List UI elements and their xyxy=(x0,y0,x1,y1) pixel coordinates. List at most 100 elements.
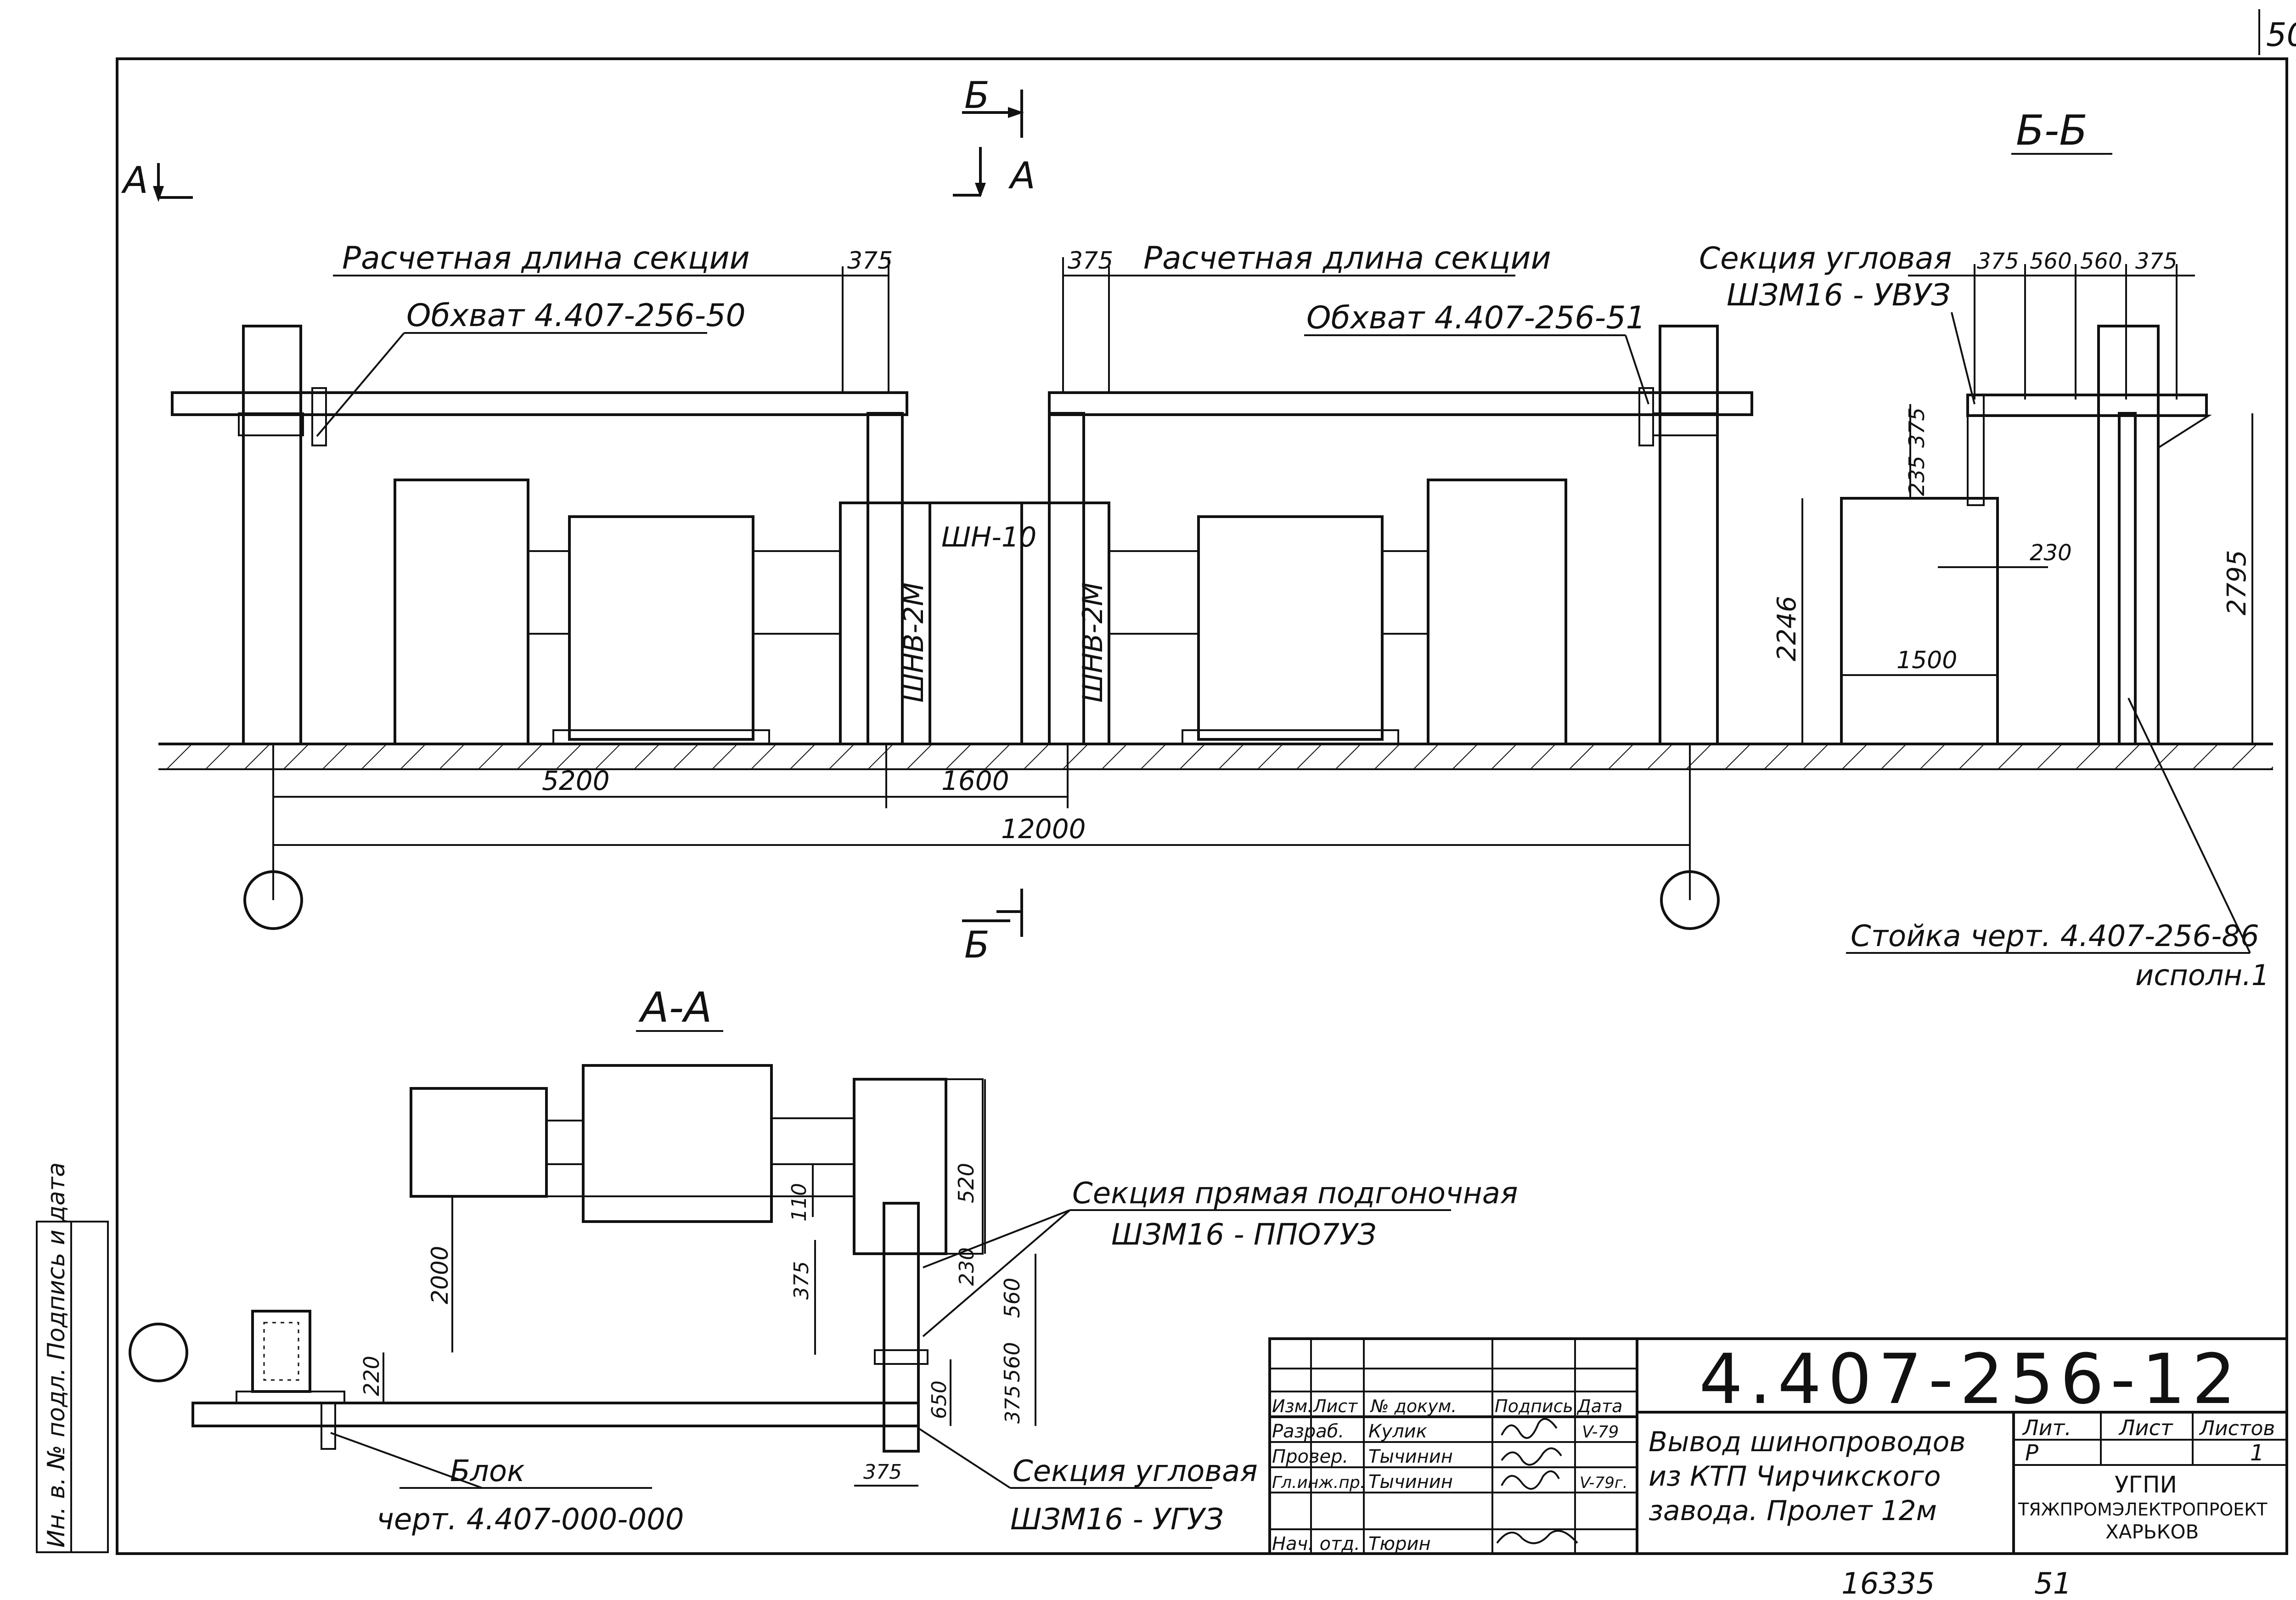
aa-block-label: Блок xyxy=(450,1454,525,1488)
aa-straight-code: ШЗМ16 - ППО7УЗ xyxy=(1111,1218,1376,1252)
sheet-number: 50 xyxy=(2266,16,2296,54)
signature-2 xyxy=(1501,1447,1562,1466)
tb-header-sign: Подпись xyxy=(1495,1396,1573,1416)
tb-org-line-3: ХАРЬКОВ xyxy=(2105,1521,2199,1543)
tb-row-1-name: Кулик xyxy=(1368,1421,1427,1442)
bb-busbar xyxy=(1966,394,2208,417)
cabinet-right-1 xyxy=(1427,479,1567,745)
aa-axis-marker xyxy=(129,1323,188,1382)
tb-code: 4.407-256-12 xyxy=(1699,1340,2242,1420)
tb-row-2-role: Провер. xyxy=(1272,1446,1348,1467)
aa-corner-section: Секция угловая xyxy=(1013,1454,1258,1488)
tb-row-1-role: Разраб. xyxy=(1272,1421,1344,1442)
signature-3 xyxy=(1501,1470,1560,1490)
tb-title-line-3: завода. Пролет 12м xyxy=(1649,1495,1937,1527)
shnv-left-label: ШНВ-2М xyxy=(898,582,930,703)
bottom-number-left: 16335 xyxy=(1841,1567,1935,1600)
cabinet-shn-10-label: ШН-10 xyxy=(941,521,1036,553)
bb-cabinet xyxy=(1840,497,1999,745)
aa-transformer xyxy=(582,1064,773,1223)
bb-section-label: Секция угловая xyxy=(1699,241,1952,276)
tb-header-list: Лист xyxy=(1312,1396,1358,1416)
tb-row-2-name: Тычинин xyxy=(1368,1446,1453,1467)
tb-lit-value: Р xyxy=(2025,1440,2038,1466)
vertical-busduct-left xyxy=(867,412,904,745)
dim-5200: 5200 xyxy=(542,765,610,796)
aa-block-ref: черт. 4.407-000-000 xyxy=(377,1503,684,1537)
title-block: Изм. Лист № докум. Подпись Дата Разраб. … xyxy=(1268,1337,2288,1555)
aa-cabinet-left xyxy=(410,1087,548,1198)
axis-marker-left xyxy=(243,870,303,930)
column-right xyxy=(1659,325,1719,745)
bb-dim-230: 230 xyxy=(2030,540,2072,566)
bb-dim-2795: 2795 xyxy=(2222,550,2252,615)
tb-org-line-1: УГПИ xyxy=(2115,1471,2177,1498)
aa-dim-375c: 375 xyxy=(863,1460,902,1484)
tb-title-line-1: Вывод шинопроводов xyxy=(1649,1426,1966,1458)
cabinet-left-1 xyxy=(394,479,529,745)
bottom-number-right: 51 xyxy=(2034,1567,2071,1600)
bb-dim-1: 375 xyxy=(1977,248,2019,274)
aa-dim-560b: 560 xyxy=(1000,1342,1024,1382)
section-bb-title: Б-Б xyxy=(2016,107,2088,155)
transformer-right xyxy=(1197,515,1384,741)
tb-header-izm: Изм. xyxy=(1272,1396,1313,1416)
aa-dim-375a: 375 xyxy=(790,1261,813,1300)
aa-corner-code: ШЗМ16 - УГУЗ xyxy=(1010,1503,1224,1537)
aa-dim-650: 650 xyxy=(928,1380,951,1419)
elevation-view: ШН-10 ШНВ-2М ШНВ-2М Расчетная длина секц… xyxy=(158,240,1800,930)
tb-row-1-date: V-79 xyxy=(1582,1423,1619,1442)
clamp-right-label: Обхват 4.407-256-51 xyxy=(1306,300,1646,336)
bb-dim-375v: 375 xyxy=(1904,407,1929,448)
tb-sheets-value: 1 xyxy=(2250,1440,2264,1466)
side-stamp-text: Ин. в. № подл. Подпись и дата xyxy=(43,1162,70,1548)
busbar-left xyxy=(171,391,908,416)
aa-dim-110: 110 xyxy=(788,1183,811,1222)
tb-sheet-label: Лист xyxy=(2118,1415,2173,1440)
dim-375-right: 375 xyxy=(1068,247,1113,275)
shnv-right-label: ШНВ-2М xyxy=(1077,582,1109,703)
bb-column xyxy=(2097,325,2160,745)
tb-org-line-2: ТЯЖПРОМЭЛЕКТРОПРОЕКТ xyxy=(2018,1499,2268,1520)
tb-row-3-role: Гл.инж.пр. xyxy=(1272,1473,1365,1492)
section-aa-title: А-А xyxy=(638,984,712,1032)
aa-dim-375b: 375 xyxy=(1001,1385,1024,1424)
tb-header-date: Дата xyxy=(1576,1396,1622,1416)
aa-vertical-busduct xyxy=(883,1202,920,1453)
sheet-frame: 50 16335 51 xyxy=(116,9,2296,1600)
tb-row-3-date: V-79г. xyxy=(1580,1474,1628,1492)
cut-mark-b-top: Б xyxy=(964,74,990,117)
bb-section-code: ШЗМ16 - УВУЗ xyxy=(1727,277,1951,313)
aa-horizontal-busduct xyxy=(191,1402,920,1427)
signature-4 xyxy=(1496,1530,1578,1544)
busbar-right xyxy=(1048,391,1753,416)
dim-12000: 12000 xyxy=(1001,813,1086,845)
tb-title-line-2: из КТП Чирчикского xyxy=(1649,1460,1941,1493)
tb-row-4-role: Нач. отд. xyxy=(1272,1533,1360,1555)
aa-dim-520: 520 xyxy=(954,1163,979,1203)
calc-length-left: Расчетная длина секции xyxy=(342,240,750,276)
side-stamp: Ин. в. № подл. Подпись и дата xyxy=(36,1162,109,1553)
dim-1600: 1600 xyxy=(941,765,1009,796)
bb-stand xyxy=(2118,412,2137,745)
bb-dim-235: 235 xyxy=(1904,456,1929,496)
bb-dim-3: 560 xyxy=(2080,248,2122,274)
aa-straight-section: Секция прямая подгоночная xyxy=(1072,1177,1518,1211)
transformer-left xyxy=(568,515,754,741)
section-bb-view: Б-Б Секция угловая ШЗМ16 - УВУЗ 375 560 … xyxy=(1699,107,2273,992)
bb-dim-2246: 2246 xyxy=(1772,596,1802,661)
aa-dim-220: 220 xyxy=(359,1356,384,1396)
bb-stand-label: Стойка черт. 4.407-256-86 xyxy=(1851,919,2259,953)
column-left xyxy=(242,325,302,745)
dim-375-left: 375 xyxy=(847,247,893,275)
aa-dim-2000: 2000 xyxy=(427,1246,453,1304)
tb-row-3-name: Тычинин xyxy=(1368,1471,1453,1493)
bb-stand-sub: исполн.1 xyxy=(2135,958,2269,992)
tb-sheets-label: Листов xyxy=(2199,1417,2275,1440)
aa-dim-560a: 560 xyxy=(1000,1278,1024,1318)
cut-mark-a-top: А xyxy=(1008,154,1035,197)
tb-row-4-name: Тюрин xyxy=(1368,1533,1431,1555)
bb-dim-4: 375 xyxy=(2135,248,2178,274)
bb-dim-2: 560 xyxy=(2030,248,2072,274)
